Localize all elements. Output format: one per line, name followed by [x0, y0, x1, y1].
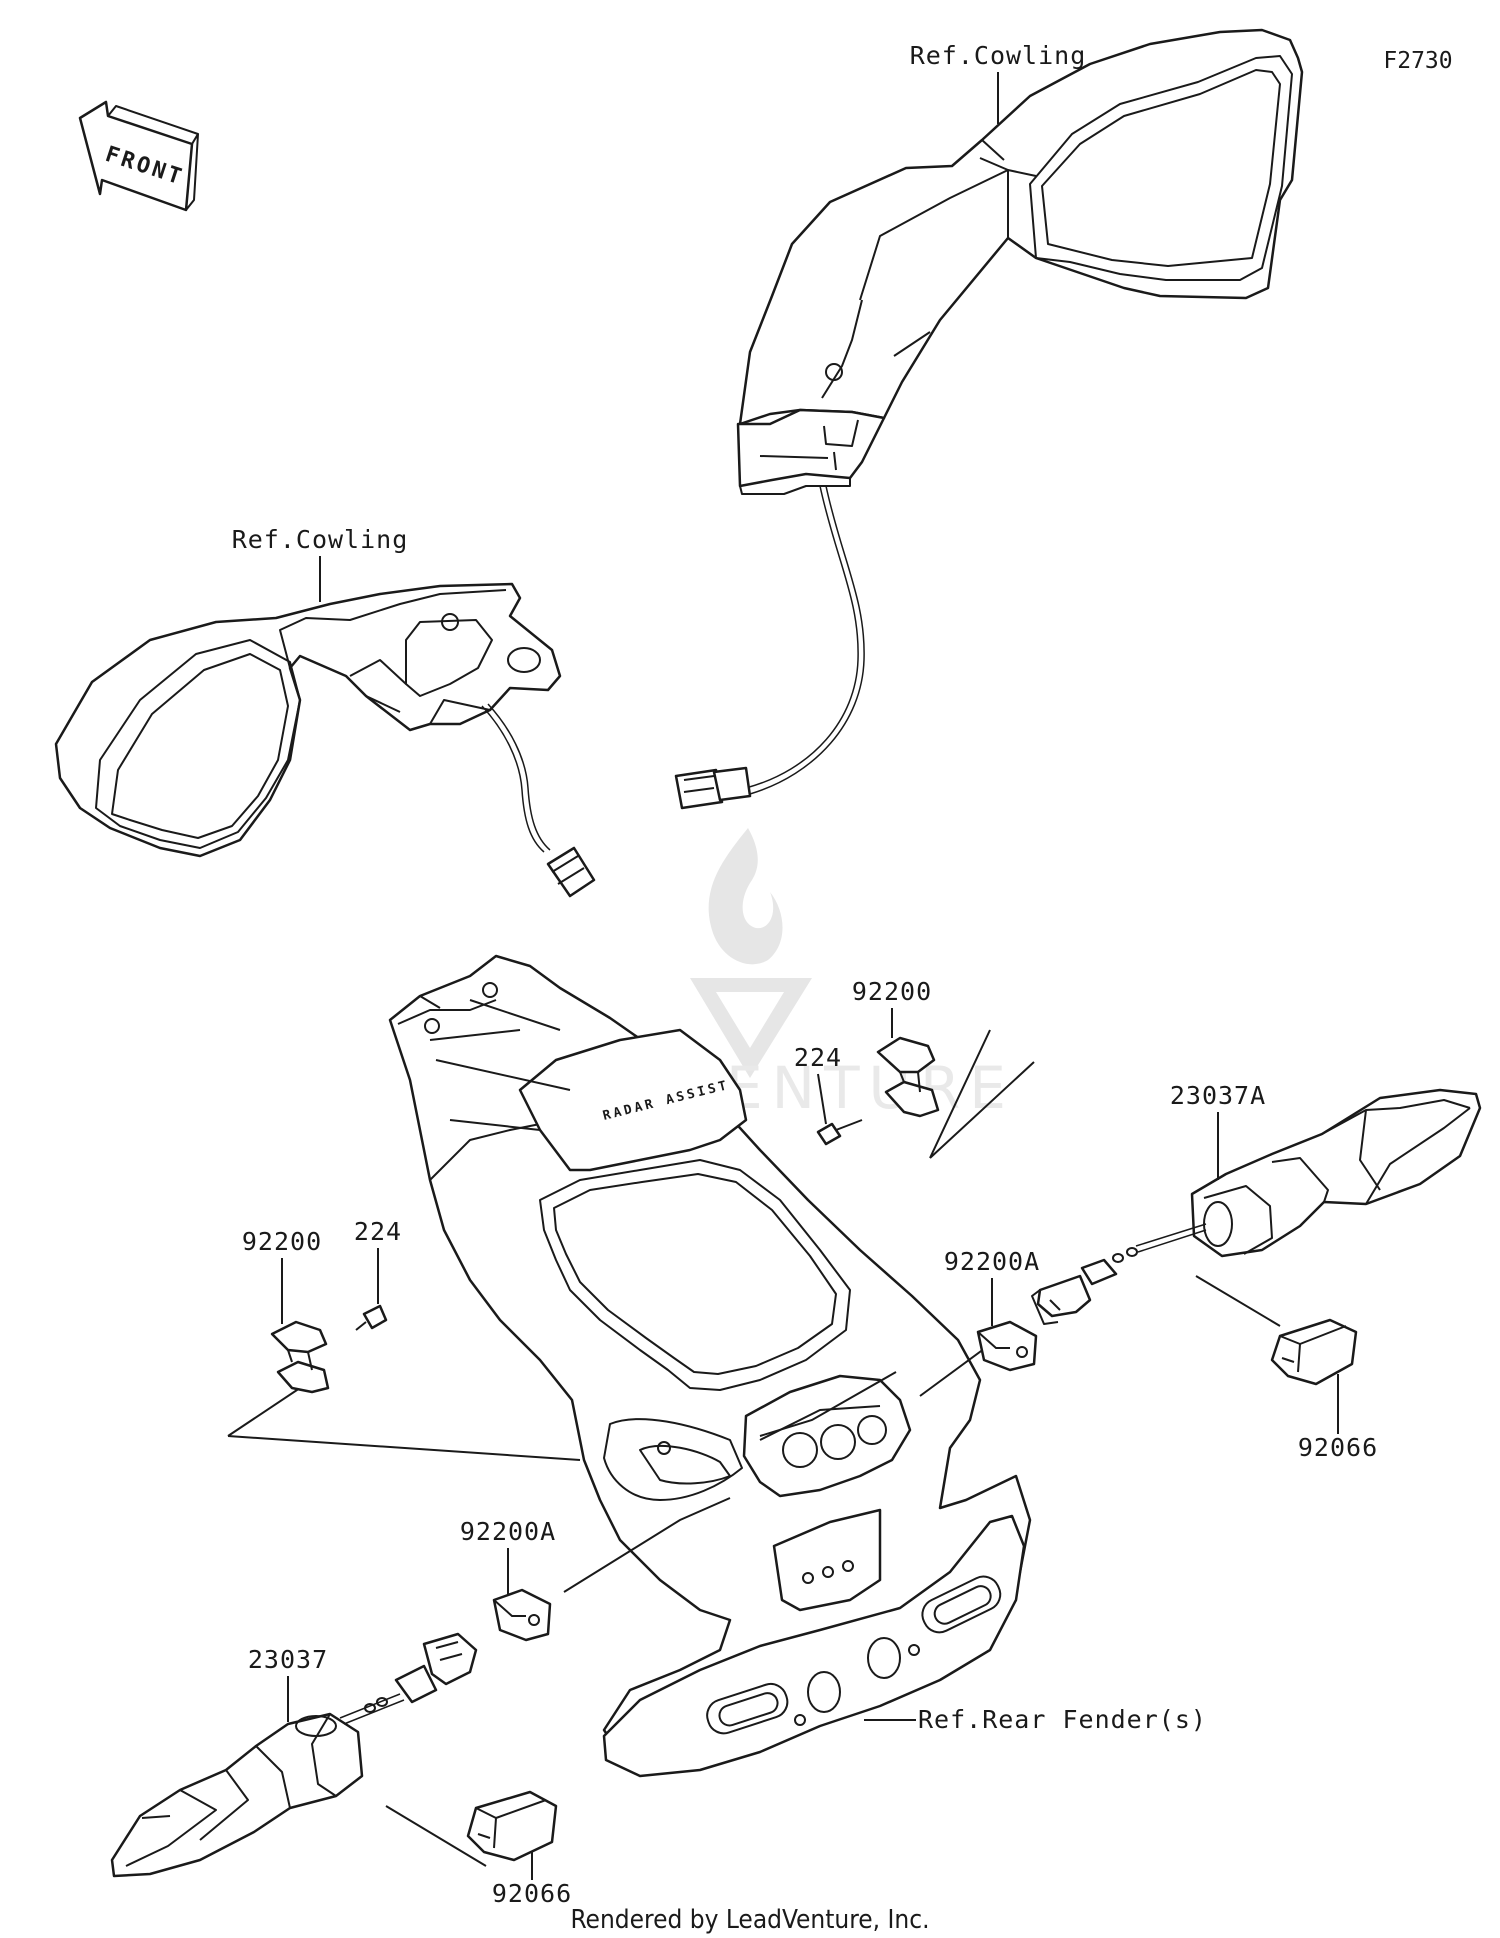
flame-logo-icon	[708, 828, 783, 965]
render-credit: Rendered by LeadVenture, Inc.	[570, 1905, 929, 1935]
turn-signal-23037	[110, 1632, 478, 1878]
washer-92200A-right	[976, 1320, 1038, 1372]
left-mirror	[54, 582, 596, 898]
label-92200-top: 92200	[852, 977, 932, 1006]
label-ref-cowling-left: Ref.Cowling	[232, 525, 409, 554]
label-92066-bottom: 92066	[492, 1879, 572, 1908]
right-mirror	[674, 28, 1304, 810]
bolt-224-top	[816, 1119, 863, 1146]
front-arrow-icon: FRONT	[78, 100, 199, 212]
turn-signal-23037A	[1031, 1088, 1482, 1325]
v-logo-icon	[690, 978, 812, 1078]
bolt-224-left	[355, 1304, 388, 1331]
label-92200A-right: 92200A	[944, 1247, 1040, 1276]
grommet-92066-bottom	[466, 1790, 558, 1862]
label-92200-left: 92200	[242, 1227, 322, 1256]
bracket-92200-left	[270, 1320, 330, 1394]
diagram-code: F2730	[1383, 48, 1452, 74]
label-92200A-left: 92200A	[460, 1517, 556, 1546]
label-92066-right: 92066	[1298, 1433, 1378, 1462]
grommet-92066-right	[1270, 1318, 1358, 1386]
leader-lines	[227, 1029, 1281, 1867]
washer-92200A-left	[492, 1588, 552, 1642]
bracket-92200-top	[876, 1036, 940, 1118]
label-224-left: 224	[354, 1217, 402, 1246]
leader-224-top	[817, 1073, 827, 1125]
label-224-top: 224	[794, 1043, 842, 1072]
rear-fender-assembly: RADAR ASSIST	[388, 954, 1032, 1778]
label-ref-cowling-right: Ref.Cowling	[910, 41, 1087, 70]
label-23037: 23037	[248, 1645, 328, 1674]
label-ref-rear-fender: Ref.Rear Fender(s)	[918, 1705, 1207, 1734]
label-23037A: 23037A	[1170, 1081, 1266, 1110]
